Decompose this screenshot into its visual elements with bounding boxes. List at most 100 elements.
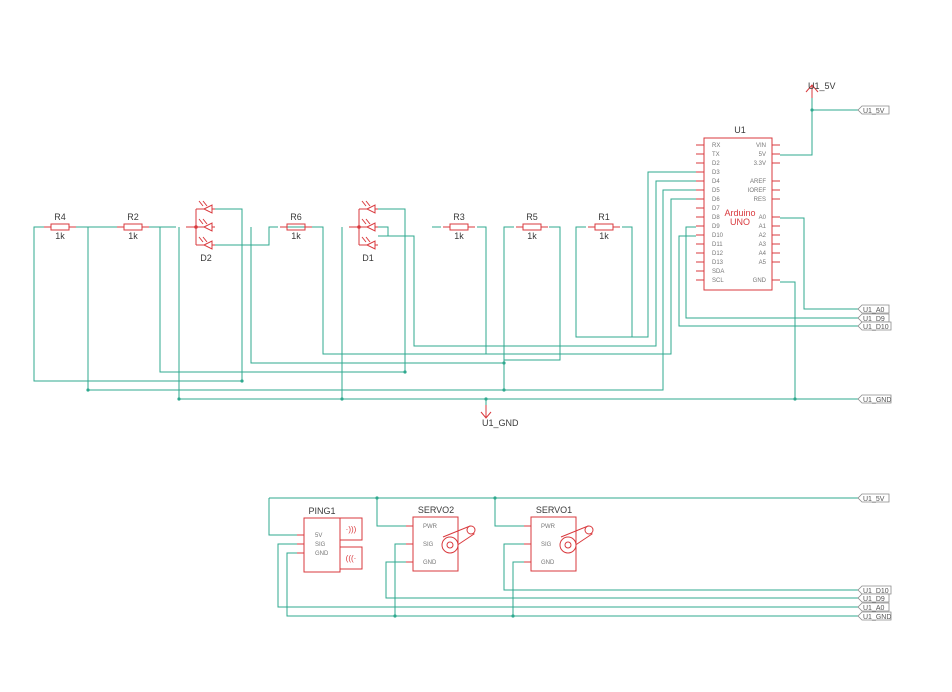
- arduino-right-pin-label: A3: [759, 242, 767, 248]
- flag-top-5v[interactable]: U1_5V: [857, 105, 890, 115]
- flag-top-gnd[interactable]: U1_GND: [857, 394, 891, 404]
- svg-text:U1_D10: U1_D10: [863, 588, 889, 595]
- svg-text:U1_5V: U1_5V: [863, 496, 885, 503]
- r5-name: R5: [526, 212, 538, 222]
- flag-bottom-a0[interactable]: U1_A0: [857, 602, 890, 612]
- svg-text:U1_D10: U1_D10: [863, 324, 889, 331]
- servo1-pin-sig: SIG: [541, 542, 552, 548]
- servo1-pin-pwr: PWR: [541, 524, 556, 530]
- arduino-right-pin-label: A5: [759, 260, 767, 266]
- arduino-right-pin-label: IOREF: [748, 188, 767, 194]
- flag-top-d10[interactable]: U1_D10: [857, 321, 892, 331]
- wires-top: [33, 92, 858, 413]
- arduino-left-pin-label: D4: [712, 179, 720, 185]
- ping-sensor[interactable]: ·))) (((· PING1 5V SIG GND: [297, 506, 363, 573]
- arduino-title-2: UNO: [730, 217, 750, 227]
- arduino-uno[interactable]: U1 Arduino UNO RX TX D2D3D4D5D6D7D8D9D10D1…: [696, 125, 780, 291]
- resistor-r3[interactable]: R3 1k: [449, 212, 469, 241]
- flag-bottom-d10[interactable]: U1_D10: [857, 585, 892, 595]
- arduino-right-pin-label: A4: [759, 251, 767, 257]
- servo1-name: SERVO1: [536, 505, 572, 515]
- flag-bottom-d9[interactable]: U1_D9: [857, 593, 890, 603]
- r6-value: 1k: [291, 231, 301, 241]
- arduino-right-pin-label: A0: [759, 215, 767, 221]
- vcc-symbol: U1_5V: [805, 81, 836, 98]
- servo1[interactable]: SERVO1 PWR SIG GND: [524, 505, 594, 572]
- arduino-left-pin-label: D6: [712, 197, 720, 203]
- net-flags-bottom: U1_5V U1_D10 U1_D9 U1_A0 U1_GND: [857, 493, 892, 621]
- flag-bottom-5v[interactable]: U1_5V: [857, 493, 890, 503]
- led-d2[interactable]: D2: [186, 200, 215, 263]
- r3-value: 1k: [454, 231, 464, 241]
- r2-value: 1k: [128, 231, 138, 241]
- arduino-left-pin-label: TX: [712, 152, 720, 158]
- r3-name: R3: [453, 212, 465, 222]
- resistor-r4[interactable]: R4 1k: [50, 212, 70, 241]
- arduino-left-pin-label: D8: [712, 215, 720, 221]
- arduino-title-1: Arduino: [724, 208, 755, 218]
- r1-name: R1: [598, 212, 610, 222]
- ping-pin-gnd: GND: [315, 551, 329, 557]
- servo2-name: SERVO2: [418, 505, 454, 515]
- ping-rx-glyph: (((·: [346, 554, 357, 563]
- arduino-left-pin-label: D10: [712, 233, 724, 239]
- r1-value: 1k: [599, 231, 609, 241]
- r2-name: R2: [127, 212, 139, 222]
- flag-top-d9[interactable]: U1_D9: [857, 313, 890, 323]
- resistor-r1[interactable]: R1 1k: [594, 212, 614, 241]
- ping-name: PING1: [308, 506, 335, 516]
- flag-top-a0[interactable]: U1_A0: [857, 304, 890, 314]
- svg-text:U1_D9: U1_D9: [863, 596, 885, 603]
- arduino-right-pin-label: AREF: [750, 179, 766, 185]
- svg-text:U1_5V: U1_5V: [863, 108, 885, 115]
- wires-bottom: [268, 496, 858, 618]
- flag-bottom-gnd[interactable]: U1_GND: [857, 611, 891, 621]
- arduino-right-pin-label: 3.3V: [754, 161, 766, 167]
- ping-pin-5v: 5V: [315, 533, 322, 539]
- servo2-pin-pwr: PWR: [423, 524, 438, 530]
- ping-tx-glyph: ·))): [346, 525, 357, 534]
- r4-name: R4: [54, 212, 66, 222]
- servo1-horn-icon: [559, 525, 594, 554]
- arduino-left-pin-label: D3: [712, 170, 720, 176]
- gnd-label: U1_GND: [482, 418, 519, 428]
- gnd-symbol: U1_GND: [480, 405, 519, 428]
- svg-text:U1_A0: U1_A0: [863, 605, 885, 612]
- svg-text:U1_GND: U1_GND: [863, 397, 891, 404]
- arduino-left-pin-label: D12: [712, 251, 724, 257]
- servo2-pin-sig: SIG: [423, 542, 434, 548]
- vcc-label: U1_5V: [808, 81, 836, 91]
- arduino-left-pin-label: SDA: [712, 269, 724, 275]
- arduino-right-pin-label: 5V: [759, 152, 766, 158]
- arduino-left-pin-label: D9: [712, 224, 720, 230]
- r4-value: 1k: [55, 231, 65, 241]
- arduino-left-pin-label: RX: [712, 143, 720, 149]
- arduino-left-pin-label: D11: [712, 242, 723, 248]
- servo2[interactable]: SERVO2 PWR SIG GND: [406, 505, 476, 572]
- svg-text:U1_A0: U1_A0: [863, 307, 885, 314]
- servo2-pin-gnd: GND: [423, 560, 437, 566]
- resistor-r5[interactable]: R5 1k: [522, 212, 542, 241]
- arduino-left-pin-label: D5: [712, 188, 720, 194]
- arduino-name: U1: [734, 125, 746, 135]
- net-flags-top: U1_5V U1_A0 U1_D9 U1_D10 U1_GND: [857, 105, 892, 404]
- led-d1[interactable]: D1: [349, 200, 378, 263]
- arduino-left-pin-label: D2: [712, 161, 720, 167]
- arduino-left-pin-label: D13: [712, 260, 724, 266]
- d2-name: D2: [200, 253, 212, 263]
- d1-name: D1: [362, 253, 374, 263]
- ping-pin-sig: SIG: [315, 542, 326, 548]
- arduino-left-pin-label: D7: [712, 206, 720, 212]
- arduino-right-pin-label: RES: [754, 197, 766, 203]
- r5-value: 1k: [527, 231, 537, 241]
- resistor-r2[interactable]: R2 1k: [123, 212, 143, 241]
- arduino-right-pin-label: GND: [753, 278, 767, 284]
- svg-text:U1_GND: U1_GND: [863, 614, 891, 621]
- arduino-left-pin-label: SCL: [712, 278, 724, 284]
- arduino-right-pin-label: A2: [759, 233, 767, 239]
- servo1-pin-gnd: GND: [541, 560, 555, 566]
- svg-text:U1_D9: U1_D9: [863, 316, 885, 323]
